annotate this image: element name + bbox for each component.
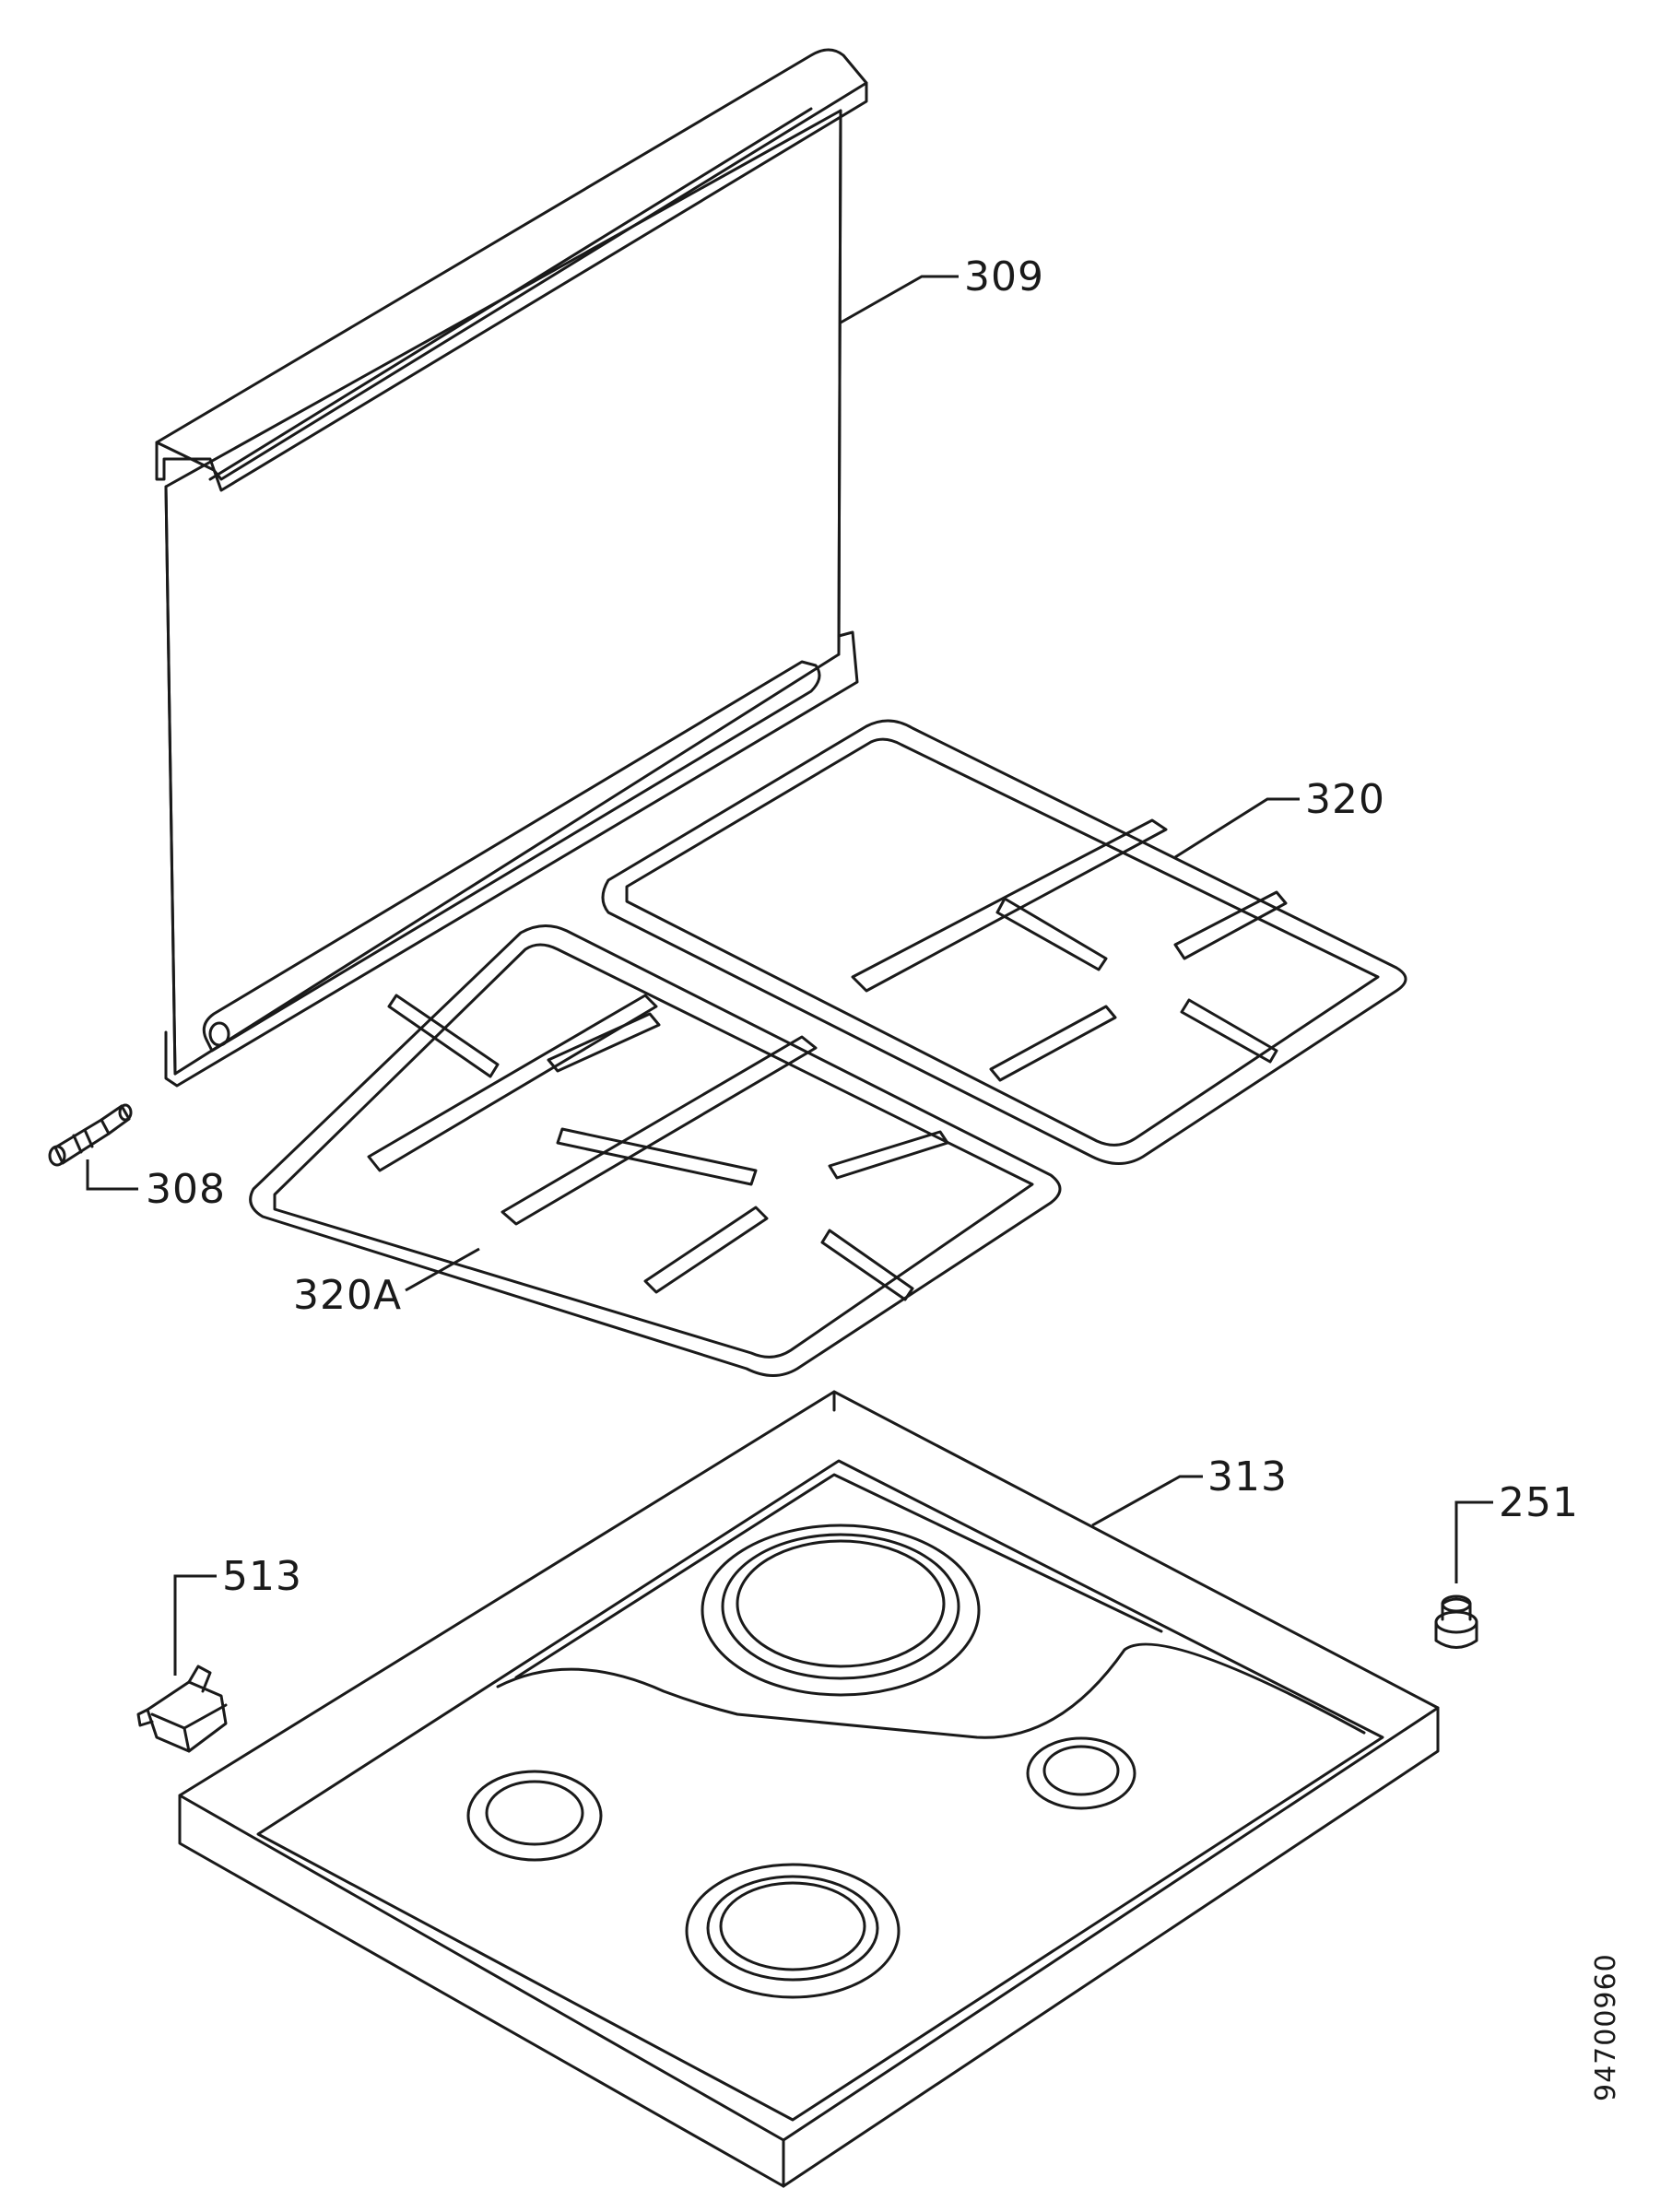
leader-320A [405,1247,480,1292]
callout-309: 309 [964,253,1044,300]
leader-251 [1454,1500,1493,1583]
callout-320: 320 [1305,776,1385,823]
rubber-foot [1434,1594,1478,1649]
hob-top-plate [178,1390,1440,2188]
leader-308 [86,1159,138,1191]
leader-313 [1091,1475,1203,1527]
hinge-bracket [136,1665,228,1753]
right-pan-support [601,719,1407,1165]
callout-320A: 320A [293,1272,402,1319]
hinge-pin [48,1103,133,1167]
leader-513 [173,1574,217,1676]
callout-308: 308 [146,1166,226,1213]
callout-513: 513 [222,1553,302,1600]
callout-313: 313 [1207,1453,1288,1500]
leader-320 [1174,797,1300,859]
drawing-number: 94700960 [1590,1953,1622,2101]
callout-251: 251 [1499,1479,1579,1526]
left-pan-support [249,924,1062,1377]
glass-lid [155,48,868,1088]
leader-309 [840,275,959,324]
